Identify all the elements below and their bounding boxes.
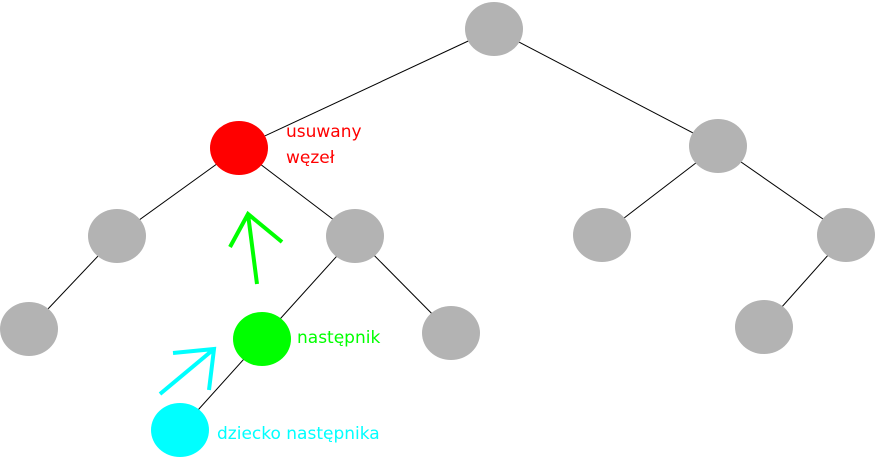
root-node	[465, 2, 523, 56]
deleted-node-label-line1: usuwany	[286, 122, 362, 142]
edge-root-to-deleted	[238, 28, 495, 149]
tree-edges	[28, 28, 847, 431]
move-arrows	[158, 210, 284, 396]
right-child-node	[689, 119, 747, 173]
successor-label: następnik	[297, 328, 380, 348]
successor-child-node	[151, 403, 209, 457]
successor-child-label: dziecko następnika	[217, 424, 380, 444]
cyan-diagonal-arrow-icon	[158, 346, 217, 396]
deleted-left-child-node	[88, 209, 146, 263]
deleted-right-child-node	[326, 209, 384, 263]
right-child-leaf-node	[422, 306, 480, 360]
deleted-node	[210, 121, 268, 175]
leftmost-leaf-node	[0, 302, 58, 356]
right-left-child-node	[573, 208, 631, 262]
deleted-node-label-line2: węzeł	[286, 148, 335, 168]
right-right-child-node	[817, 208, 875, 262]
successor-node	[233, 312, 291, 366]
node-labels: usuwany węzeł następnik dziecko następni…	[217, 122, 380, 444]
edge-root-to-right-child	[493, 28, 719, 147]
right-right-leaf-node	[735, 300, 793, 354]
green-up-arrow-icon	[228, 210, 284, 285]
